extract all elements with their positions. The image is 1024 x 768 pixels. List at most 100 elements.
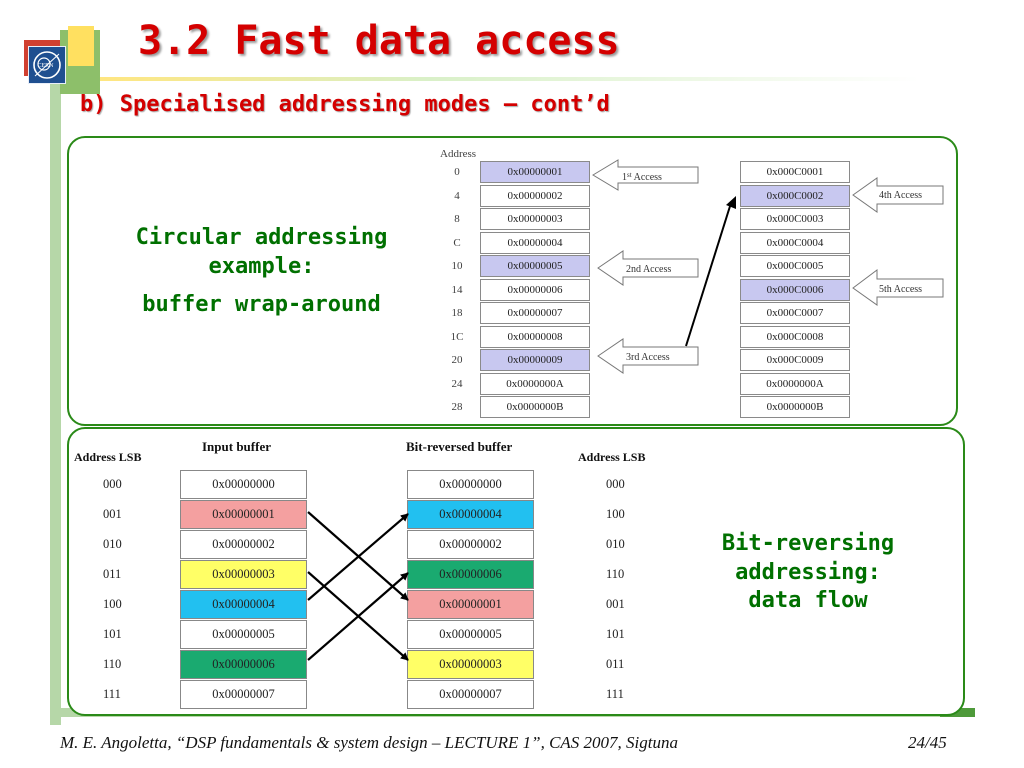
input-buffer-cell: 0x00000002 (180, 530, 307, 559)
circular-caption-line3: buffer wrap-around (142, 292, 381, 318)
circular-caption-line1: Circular addressing (135, 225, 388, 250)
address-lsb-header-left: Address LSB (74, 450, 142, 464)
circular-buffer-right-cell: 0x000C0005 (740, 255, 850, 277)
circular-buffer-left-cell: 0x00000008 (480, 325, 590, 348)
address-lsb-right: 100 (606, 507, 625, 521)
address-label: 28 (451, 401, 463, 413)
access-arrow-2: 2nd Access (597, 250, 699, 286)
input-buffer-header: Input buffer (202, 439, 271, 454)
bit-reversing-caption-line3: data flow (748, 588, 868, 614)
address-lsb-right: 001 (606, 597, 625, 611)
wrap-around-arrow (685, 196, 736, 347)
cern-logo-text: CERN (38, 63, 55, 69)
slide-title: 3.2 Fast data access (138, 18, 620, 64)
decorative-stripe-top (100, 77, 920, 81)
address-lsb-left: 100 (103, 597, 122, 611)
input-buffer-cell: 0x00000006 (180, 650, 307, 679)
bit-reversed-buffer-cell: 0x00000005 (407, 620, 534, 649)
address-label: 0 (454, 166, 460, 178)
address-lsb-header-right: Address LSB (578, 450, 646, 464)
circular-buffer-right-cell: 0x000C0002 (740, 184, 850, 207)
address-label: 8 (454, 213, 460, 225)
input-buffer-cell: 0x00000001 (180, 500, 307, 529)
circular-buffer-right-cell: 0x000C0007 (740, 302, 850, 324)
address-label: 14 (451, 283, 463, 296)
circular-buffer-right-cell: 0x0000000A (740, 372, 850, 395)
slide-subtitle: b) Specialised addressing modes – cont’d (80, 92, 610, 117)
circular-caption-line2: example: (208, 253, 315, 279)
address-lsb-left: 000 (103, 477, 122, 491)
address-label: 18 (451, 307, 463, 319)
address-lsb-left: 011 (103, 567, 122, 581)
bit-reversed-buffer-cell: 0x00000006 (407, 560, 534, 589)
bit-reversed-buffer-cell: 0x00000007 (407, 680, 534, 709)
input-buffer-cell: 0x00000000 (180, 470, 307, 499)
flow-arrow-100-to-001 (307, 513, 409, 601)
bit-reversing-caption-line1: Bit-reversing (721, 531, 895, 556)
circular-caption: Circular addressing example: buffer wrap… (104, 224, 419, 320)
decorative-square-yellow (68, 26, 94, 66)
circular-buffer-left-cell: 0x00000009 (480, 349, 590, 371)
decorative-green-bar-left (50, 80, 61, 725)
circular-buffer-left-cell: 0x00000003 (480, 208, 590, 230)
bit-reversed-buffer-cell: 0x00000002 (407, 530, 534, 559)
access-4-label: 4th Access (879, 190, 922, 201)
bit-reversed-buffer-header: Bit-reversed buffer (406, 439, 513, 454)
access-1-label: 1st Access (622, 171, 662, 183)
address-lsb-left: 111 (103, 687, 121, 701)
address-label: 10 (451, 260, 463, 272)
bit-reversed-buffer-cell: 0x00000003 (407, 650, 534, 679)
input-buffer-cell: 0x00000005 (180, 620, 307, 649)
circular-buffer-right-cell: 0x000C0006 (740, 278, 850, 301)
access-arrow-3: 3rd Access (597, 338, 699, 374)
access-2-label: 2nd Access (626, 264, 671, 275)
circular-buffer-left-cell: 0x00000005 (480, 255, 590, 277)
circular-buffer-left-cell: 0x00000001 (480, 161, 590, 183)
address-label: 1C (450, 330, 464, 343)
circular-buffer-left-cell: 0x0000000A (480, 372, 590, 395)
access-arrow-1: 1st Access (592, 159, 699, 191)
input-buffer-cell: 0x00000007 (180, 680, 307, 709)
input-buffer-cell: 0x00000003 (180, 560, 307, 589)
address-label: 24 (451, 377, 463, 390)
circular-buffer-left-cell: 0x00000004 (480, 231, 590, 254)
circular-buffer-left-cell: 0x00000002 (480, 184, 590, 207)
circular-buffer-right-cell: 0x000C0001 (740, 161, 850, 183)
circular-buffer-left-cell: 0x00000007 (480, 302, 590, 324)
circular-buffer-left-cell: 0x00000006 (480, 278, 590, 301)
address-label: C (453, 236, 461, 249)
address-lsb-right: 011 (606, 657, 625, 671)
access-5-label: 5th Access (879, 284, 922, 295)
address-lsb-right: 000 (606, 477, 625, 491)
bit-reversed-buffer-cell: 0x00000001 (407, 590, 534, 619)
circular-buffer-right-cell: 0x000C0008 (740, 325, 850, 348)
circular-buffer-right-cell: 0x000C0009 (740, 349, 850, 371)
address-label: 4 (454, 189, 460, 202)
bit-reversed-buffer-cell: 0x00000000 (407, 470, 534, 499)
input-buffer-cell: 0x00000004 (180, 590, 307, 619)
circular-buffer-right-cell: 0x000C0004 (740, 231, 850, 254)
access-3-label: 3rd Access (626, 352, 670, 363)
address-column-header: Address (440, 148, 477, 160)
access-arrow-4: 4th Access (852, 177, 944, 213)
address-lsb-right: 110 (606, 567, 625, 581)
address-label: 20 (451, 354, 463, 366)
circular-buffer-right-cell: 0x0000000B (740, 396, 850, 418)
page-number: 24/45 (908, 733, 947, 752)
address-lsb-right: 101 (606, 627, 625, 641)
address-lsb-right: 010 (606, 537, 625, 551)
circular-buffer-left-cell: 0x0000000B (480, 396, 590, 418)
address-lsb-left: 101 (103, 627, 122, 641)
bit-reversing-caption: Bit-reversing addressing: data flow (686, 530, 930, 616)
bit-reversed-buffer-cell: 0x00000004 (407, 500, 534, 529)
circular-buffer-right-cell: 0x000C0003 (740, 208, 850, 230)
address-lsb-left: 110 (103, 657, 122, 671)
access-arrow-5: 5th Access (852, 269, 944, 306)
flow-arrow-110-to-011 (307, 572, 409, 661)
address-lsb-left: 010 (103, 537, 122, 551)
address-lsb-left: 001 (103, 507, 122, 521)
bit-reversing-caption-line2: addressing: (735, 559, 881, 585)
slide-footer: M. E. Angoletta, “DSP fundamentals & sys… (60, 733, 678, 752)
